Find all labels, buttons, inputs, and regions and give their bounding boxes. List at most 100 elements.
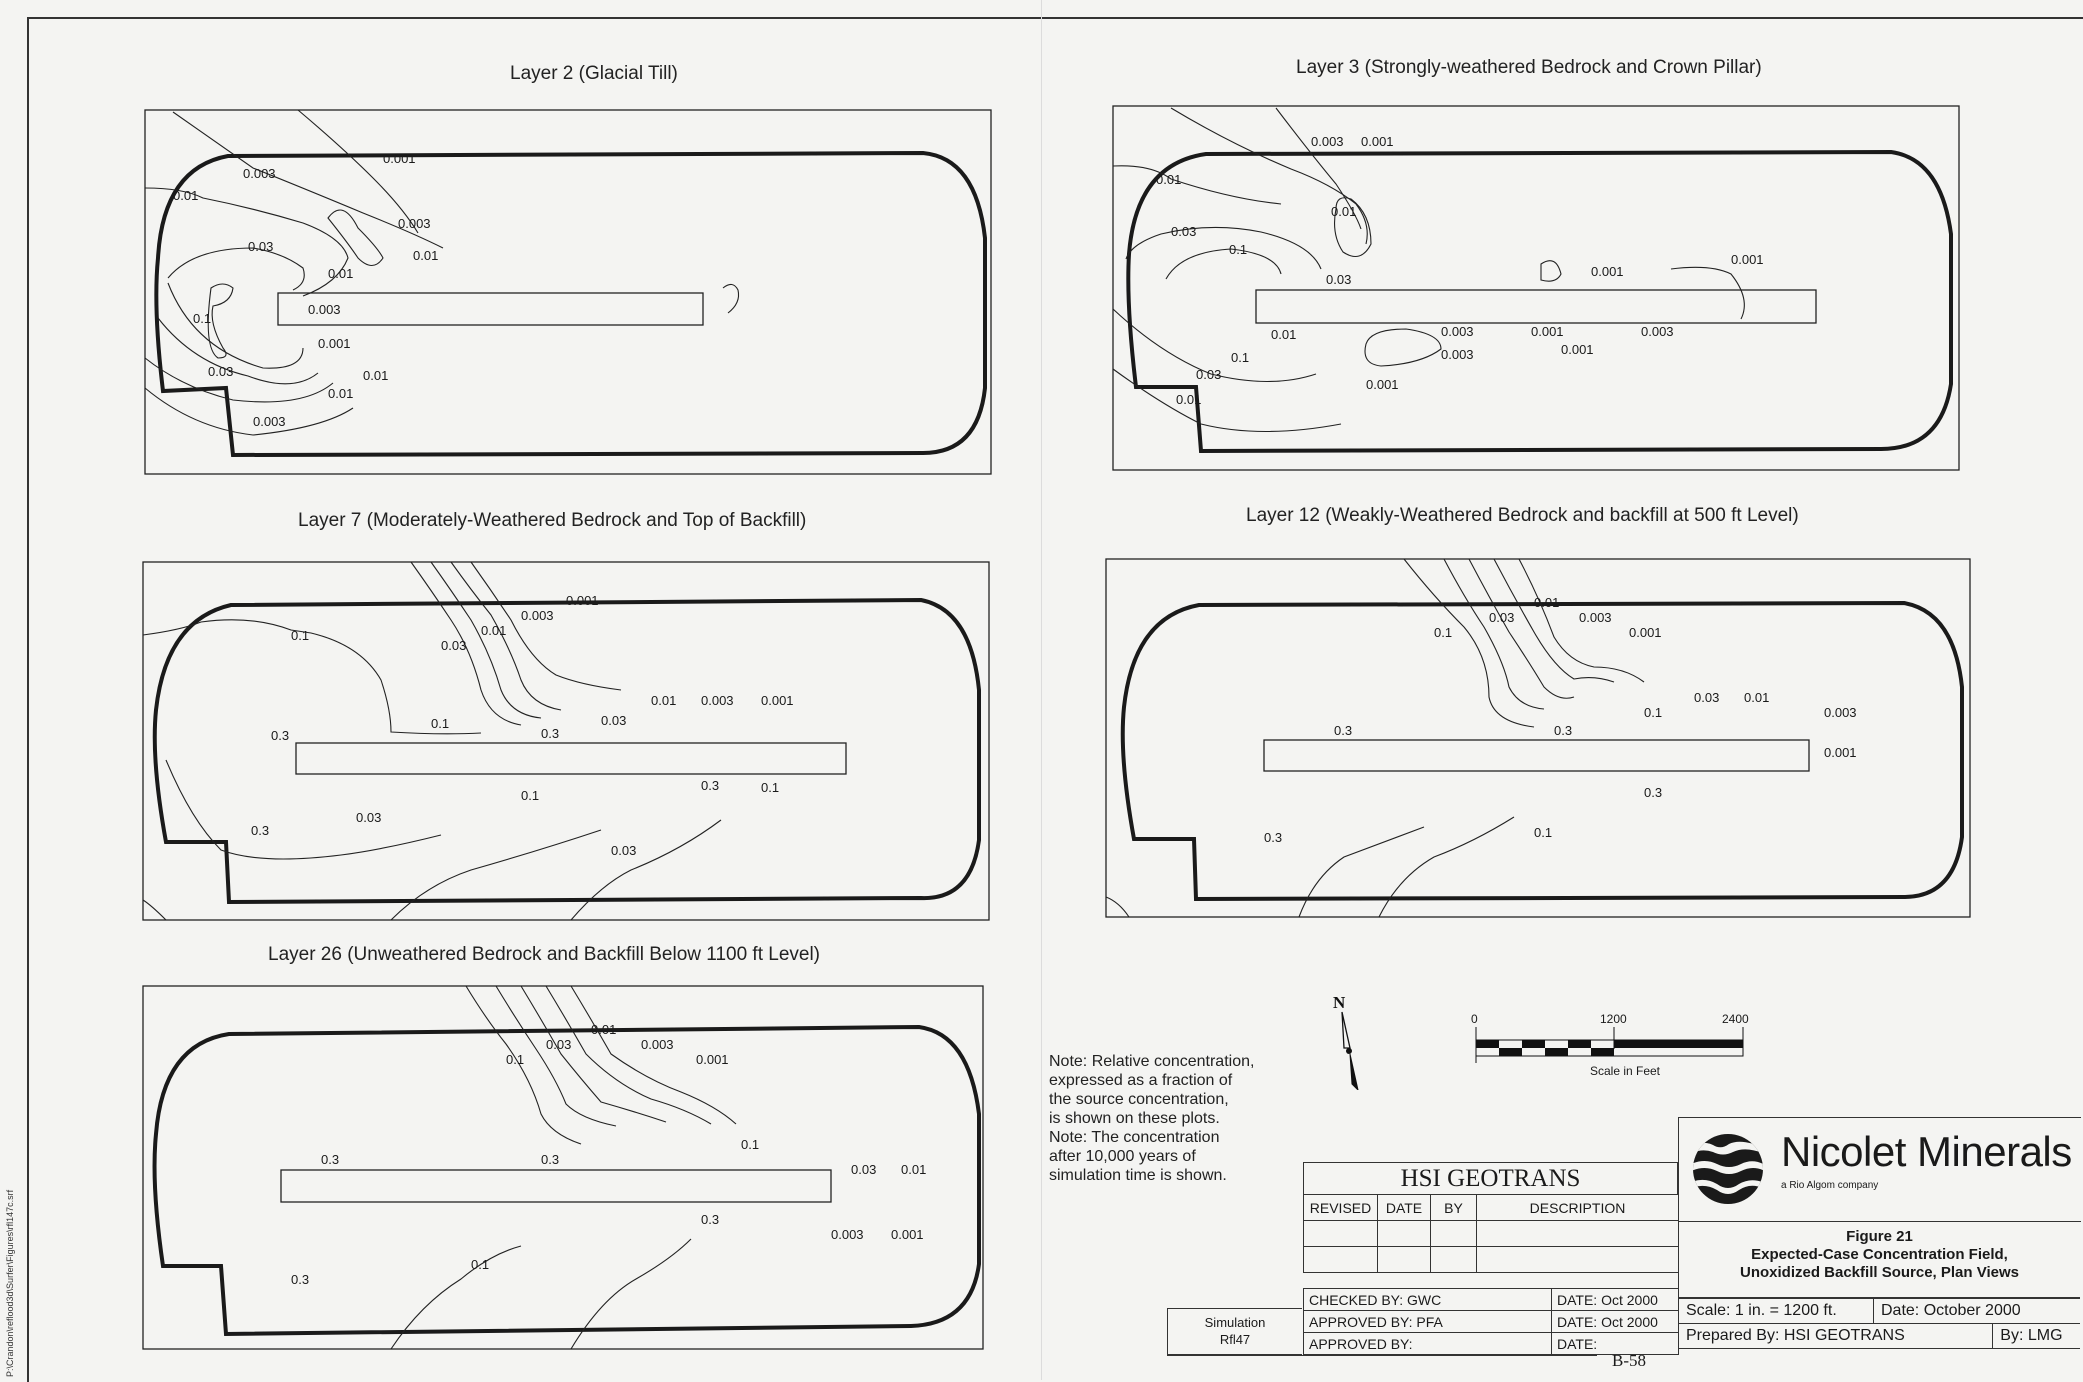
contour-plot-layer-2: 0.01 0.003 0.001 0.03 0.003 0.01 0.1 0.0… bbox=[144, 109, 992, 475]
contour-label: 0.01 bbox=[328, 266, 353, 281]
contour-plot-layer-12: 0.1 0.03 0.01 0.003 0.001 0.3 0.3 0.1 0.… bbox=[1105, 558, 1971, 918]
contour-label: 0.3 bbox=[1334, 723, 1352, 738]
contour-label: 0.01 bbox=[173, 188, 198, 203]
revision-cell bbox=[1476, 1220, 1679, 1247]
contour-label: 0.03 bbox=[248, 239, 273, 254]
contour-label: 0.3 bbox=[1554, 723, 1572, 738]
contour-label: 0.1 bbox=[291, 628, 309, 643]
firm-name: HSI GEOTRANS bbox=[1303, 1162, 1678, 1195]
contour-label: 0.001 bbox=[891, 1227, 924, 1242]
scale-tick: 2400 bbox=[1722, 1012, 1749, 1026]
contour-label: 0.3 bbox=[291, 1272, 309, 1287]
contour-label: 0.003 bbox=[253, 414, 286, 429]
figure-number: Figure 21 bbox=[1846, 1228, 1913, 1245]
contour-label: 0.1 bbox=[741, 1137, 759, 1152]
contour-label: 0.003 bbox=[641, 1037, 674, 1052]
revised-header: REVISED bbox=[1303, 1194, 1378, 1221]
contour-label: 0.003 bbox=[1441, 347, 1474, 362]
contour-label: 0.001 bbox=[696, 1052, 729, 1067]
checked-by: CHECKED BY: GWC bbox=[1303, 1288, 1552, 1311]
contour-labels: 0.1 0.03 0.01 0.003 0.001 0.3 0.3 0.1 0.… bbox=[291, 1022, 926, 1287]
contour-label: 0.003 bbox=[1441, 324, 1474, 339]
concentration-note: Note: Relative concentration, expressed … bbox=[1049, 1052, 1289, 1185]
contour-label: 0.001 bbox=[318, 336, 351, 351]
contour-plot-layer-7: 0.1 0.03 0.01 0.003 0.001 0.1 0.3 0.3 0.… bbox=[142, 561, 990, 921]
contour-label: 0.3 bbox=[1264, 830, 1282, 845]
note-line: is shown on these plots. bbox=[1049, 1110, 1220, 1127]
panel-title-layer-3: Layer 3 (Strongly-weathered Bedrock and … bbox=[1296, 57, 1762, 78]
by-header: BY bbox=[1430, 1194, 1477, 1221]
contour-label: 0.003 bbox=[1311, 134, 1344, 149]
contour-plot-layer-3: 0.01 0.003 0.001 0.01 0.03 0.1 0.03 0.01… bbox=[1112, 105, 1960, 471]
plot-border bbox=[1112, 105, 1960, 471]
figure-info-table: Scale: 1 in. = 1200 ft. Date: October 20… bbox=[1677, 1298, 2080, 1349]
contour-label: 0.001 bbox=[1531, 324, 1564, 339]
contour-label: 0.1 bbox=[1229, 242, 1247, 257]
approved-date-1: DATE: Oct 2000 bbox=[1551, 1310, 1679, 1333]
revision-cell bbox=[1430, 1246, 1477, 1273]
contour-label: 0.003 bbox=[831, 1227, 864, 1242]
contour-label: 0.3 bbox=[1644, 785, 1662, 800]
contour-label: 0.01 bbox=[328, 386, 353, 401]
company-name: Nicolet Minerals bbox=[1781, 1128, 2072, 1175]
contour-label: 0.03 bbox=[1196, 367, 1221, 382]
contour-label: 0.003 bbox=[1579, 610, 1612, 625]
contour-plot-layer-26: 0.1 0.03 0.01 0.003 0.001 0.3 0.3 0.1 0.… bbox=[142, 985, 984, 1350]
contour-label: 0.03 bbox=[1694, 690, 1719, 705]
site-boundary bbox=[154, 150, 987, 458]
revision-table: REVISED DATE BY DESCRIPTION bbox=[1303, 1194, 1679, 1273]
contour-label: 0.1 bbox=[1644, 705, 1662, 720]
company-tagline: a Rio Algom company bbox=[1781, 1180, 1879, 1191]
contour-label: 0.001 bbox=[1731, 252, 1764, 267]
contour-label: 0.1 bbox=[521, 788, 539, 803]
mine-workings bbox=[295, 742, 847, 775]
contour-label: 0.1 bbox=[506, 1052, 524, 1067]
figure-scale: Scale: 1 in. = 1200 ft. bbox=[1678, 1298, 1874, 1324]
note-line: expressed as a fraction of bbox=[1049, 1072, 1233, 1089]
figure-caption: Figure 21 Expected-Case Concentration Fi… bbox=[1678, 1220, 2080, 1298]
contour-label: 0.1 bbox=[1231, 350, 1249, 365]
contour-labels: 0.1 0.03 0.01 0.003 0.001 0.3 0.3 0.1 0.… bbox=[1264, 595, 1857, 845]
contour-label: 0.03 bbox=[601, 713, 626, 728]
contour-lines bbox=[390, 985, 737, 1350]
contour-label: 0.3 bbox=[251, 823, 269, 838]
revision-cell bbox=[1476, 1246, 1679, 1273]
contour-labels: 0.1 0.03 0.01 0.003 0.001 0.1 0.3 0.3 0.… bbox=[251, 593, 794, 858]
contour-label: 0.001 bbox=[761, 693, 794, 708]
drawn-by: By: LMG bbox=[1992, 1323, 2080, 1349]
note-line: Note: Relative concentration, bbox=[1049, 1053, 1255, 1070]
figure-date: Date: October 2000 bbox=[1873, 1298, 2080, 1324]
contour-label: 0.003 bbox=[308, 302, 341, 317]
scale-tick: 1200 bbox=[1600, 1012, 1627, 1026]
contour-label: 0.03 bbox=[546, 1037, 571, 1052]
site-boundary bbox=[152, 1024, 981, 1337]
contour-label: 0.001 bbox=[383, 151, 416, 166]
north-arrow-icon: N bbox=[1333, 993, 1359, 1090]
contour-label: 0.003 bbox=[521, 608, 554, 623]
contour-label: 0.3 bbox=[701, 1212, 719, 1227]
note-line: after 10,000 years of bbox=[1049, 1148, 1196, 1165]
contour-label: 0.3 bbox=[271, 728, 289, 743]
contour-label: 0.1 bbox=[761, 780, 779, 795]
contour-label: 0.001 bbox=[1824, 745, 1857, 760]
approved-by-2: APPROVED BY: bbox=[1303, 1332, 1552, 1355]
contour-label: 0.03 bbox=[1489, 610, 1514, 625]
approved-by-1: APPROVED BY: PFA bbox=[1303, 1310, 1552, 1333]
file-path-label: P:\Crandon\reflood3d\Surfer\Figures\rfl1… bbox=[5, 1189, 15, 1377]
checked-date: DATE: Oct 2000 bbox=[1551, 1288, 1679, 1311]
contour-label: 0.03 bbox=[356, 810, 381, 825]
contour-label: 0.003 bbox=[701, 693, 734, 708]
contour-label: 0.001 bbox=[1629, 625, 1662, 640]
contour-label: 0.01 bbox=[1744, 690, 1769, 705]
revision-cell bbox=[1430, 1220, 1477, 1247]
contour-label: 0.003 bbox=[1641, 324, 1674, 339]
simulation-box: Simulation Rfl47 bbox=[1167, 1308, 1302, 1355]
mine-workings bbox=[280, 1169, 832, 1203]
mine-workings bbox=[277, 292, 704, 326]
prepared-by: Prepared By: HSI GEOTRANS bbox=[1677, 1323, 1993, 1349]
panel-title-layer-7: Layer 7 (Moderately-Weathered Bedrock an… bbox=[298, 510, 807, 531]
contour-label: 0.01 bbox=[591, 1022, 616, 1037]
contour-lines bbox=[1112, 107, 1745, 433]
north-label: N bbox=[1333, 993, 1346, 1012]
contour-label: 0.3 bbox=[541, 726, 559, 741]
